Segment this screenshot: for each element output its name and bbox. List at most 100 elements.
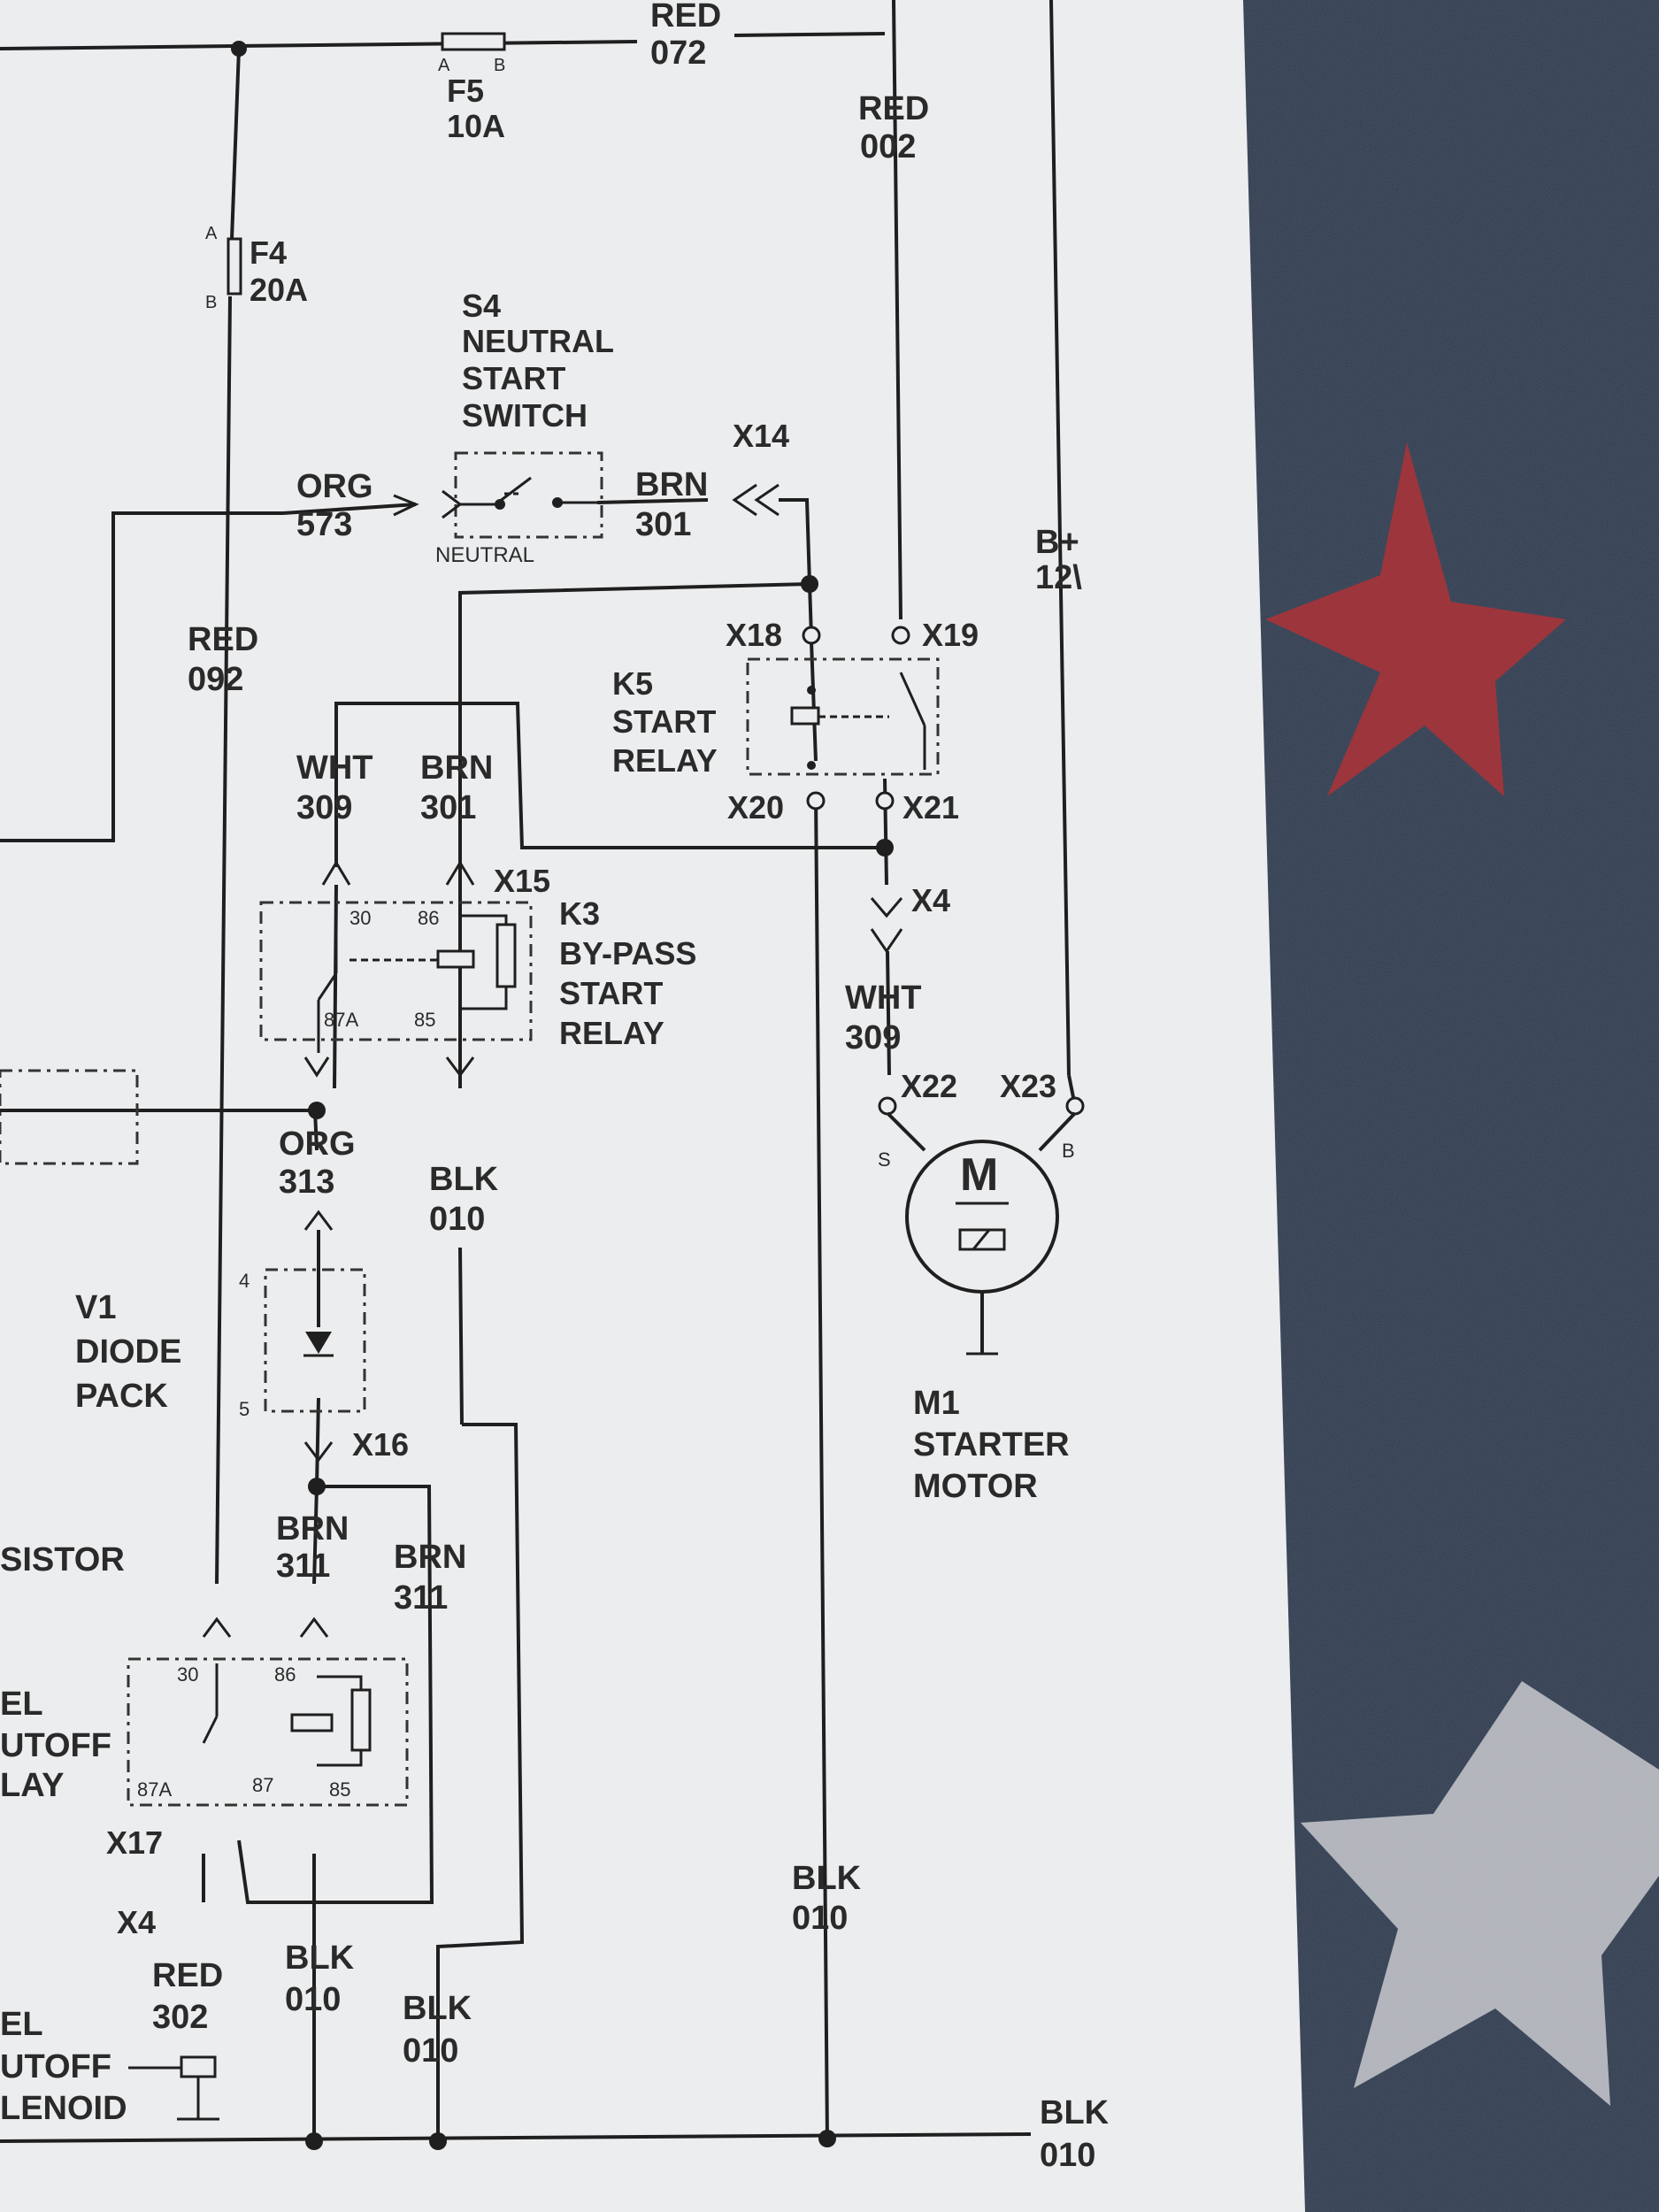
v1-diode-symbol xyxy=(264,1210,366,1463)
label-red-302-number: 302 xyxy=(152,1999,208,2036)
fuse-f4-id: F4 xyxy=(250,234,287,271)
fuel-relay-symbol xyxy=(127,1617,409,1807)
connector-terminals xyxy=(802,626,1085,1116)
label-org-313-number: 313 xyxy=(279,1164,334,1201)
k3-pin-30: 30 xyxy=(349,907,371,929)
label-red-002-color: RED xyxy=(858,90,929,127)
label-red-002-number: 002 xyxy=(860,128,916,165)
v1-pin-5: 5 xyxy=(239,1398,250,1420)
label-brn-301-left-color: BRN xyxy=(420,749,493,787)
label-blk-010-c-number: 010 xyxy=(403,2032,458,2070)
label-red-072-number: 072 xyxy=(650,35,706,72)
connector-x23: X23 xyxy=(1000,1068,1056,1104)
fuel-relay-pin-87a: 87A xyxy=(137,1778,172,1801)
m1-line-2: STARTER xyxy=(913,1426,1070,1463)
label-blk-010-k3-color: BLK xyxy=(429,1161,499,1198)
fuse-f4-pin-b: B xyxy=(205,293,217,312)
label-brn-301-left-number: 301 xyxy=(420,789,476,826)
label-blk-010-d-number: 010 xyxy=(1040,2137,1095,2174)
label-b-plus-voltage: 12\ xyxy=(1035,559,1082,596)
x4-right-plug xyxy=(870,928,903,954)
label-brn-311-left-number: 311 xyxy=(276,1548,330,1585)
label-b-plus: B+ xyxy=(1035,524,1079,561)
s4-line-3: START xyxy=(462,360,565,396)
fuel-relay-line-2: UTOFF xyxy=(0,1727,111,1764)
label-org-573-color: ORG xyxy=(296,468,373,505)
label-blk-010-a-number: 010 xyxy=(792,1900,848,1937)
connector-x4-left: X4 xyxy=(117,1904,156,1940)
s4-id: S4 xyxy=(462,288,501,324)
k3-line-3: START xyxy=(559,975,663,1011)
k3-line-4: RELAY xyxy=(559,1015,664,1051)
v1-id: V1 xyxy=(75,1289,116,1326)
label-blk-010-b-color: BLK xyxy=(285,1939,355,1977)
label-org-313-color: ORG xyxy=(279,1125,356,1163)
m1-pin-s: S xyxy=(878,1148,891,1171)
k5-line-2: START xyxy=(612,703,716,740)
fuse-f5-pin-b: B xyxy=(494,56,505,75)
fuel-relay-pin-30: 30 xyxy=(177,1663,198,1686)
m1-line-3: MOTOR xyxy=(913,1468,1038,1505)
label-brn-311-left-color: BRN xyxy=(276,1510,349,1548)
label-wht-309-right-color: WHT xyxy=(845,979,922,1017)
fuel-relay-pin-87: 87 xyxy=(252,1774,273,1796)
m1-pin-b: B xyxy=(1062,1140,1075,1162)
labels: RED 072 A B F5 10A RED 002 A B F4 20A S4… xyxy=(0,0,1110,2174)
wires xyxy=(0,0,1077,2143)
m1-motor-symbol xyxy=(886,1111,1077,1356)
x4-right-arrow xyxy=(870,897,903,918)
label-brn-301-number: 301 xyxy=(635,506,691,543)
x14-connector-symbol xyxy=(732,483,780,517)
label-blk-010-d-color: BLK xyxy=(1040,2094,1110,2131)
connector-x19: X19 xyxy=(922,617,979,653)
fuse-f5-id: F5 xyxy=(447,73,484,109)
fuel-relay-pin-85: 85 xyxy=(329,1778,350,1801)
label-brn-311-right-color: BRN xyxy=(394,1539,466,1576)
fuel-relay-pin-86: 86 xyxy=(274,1663,296,1686)
fuse-f4-pin-a: A xyxy=(205,224,218,243)
fuse-f4-rating: 20A xyxy=(250,272,308,308)
label-red-092-number: 092 xyxy=(188,661,243,698)
k5-line-3: RELAY xyxy=(612,742,718,779)
label-blk-010-c-color: BLK xyxy=(403,1990,472,2027)
label-blk-010-a-color: BLK xyxy=(792,1860,862,1897)
fuse-f5-rating: 10A xyxy=(447,108,505,144)
connector-x20: X20 xyxy=(727,789,784,826)
label-brn-311-right-number: 311 xyxy=(394,1579,448,1617)
connector-x17: X17 xyxy=(106,1824,163,1861)
fuse-f5-pin-a: A xyxy=(438,56,450,75)
connector-x16: X16 xyxy=(352,1426,409,1463)
fuel-solenoid-line-3: LENOID xyxy=(0,2090,127,2127)
s4-neutral-sublabel: NEUTRAL xyxy=(435,543,534,567)
k3-id: K3 xyxy=(559,895,600,932)
label-sistor: SISTOR xyxy=(0,1541,125,1578)
k3-pin-87a: 87A xyxy=(324,1009,358,1031)
white-star-decoration xyxy=(1301,1681,1659,2106)
label-org-573-number: 573 xyxy=(296,506,352,543)
label-blk-010-b-number: 010 xyxy=(285,1981,341,2018)
connector-x15: X15 xyxy=(494,863,550,899)
fuel-relay-line-3: LAY xyxy=(0,1767,65,1804)
k5-id: K5 xyxy=(612,665,653,702)
v1-pin-4: 4 xyxy=(239,1270,250,1292)
red-star-decoration xyxy=(1265,442,1566,796)
solenoid-symbol xyxy=(128,2055,219,2121)
fuse-f4-symbol xyxy=(227,237,242,296)
fuel-solenoid-line-2: UTOFF xyxy=(0,2048,111,2085)
connector-x18: X18 xyxy=(726,617,782,653)
connector-x14: X14 xyxy=(733,418,789,454)
label-red-072-color: RED xyxy=(650,0,721,35)
s4-line-2: NEUTRAL xyxy=(462,323,614,359)
label-red-092-color: RED xyxy=(188,621,258,658)
k3-line-2: BY-PASS xyxy=(559,935,696,972)
paper-sheet xyxy=(0,0,1305,2212)
fuel-solenoid-line-1: EL xyxy=(0,2006,43,2043)
label-wht-309-left-number: 309 xyxy=(296,789,352,826)
connector-x22: X22 xyxy=(901,1068,957,1104)
k3-relay-symbol xyxy=(259,860,533,1078)
k3-pin-85: 85 xyxy=(414,1009,435,1031)
v1-line-2: DIODE xyxy=(75,1333,181,1371)
connector-x21: X21 xyxy=(902,789,959,826)
